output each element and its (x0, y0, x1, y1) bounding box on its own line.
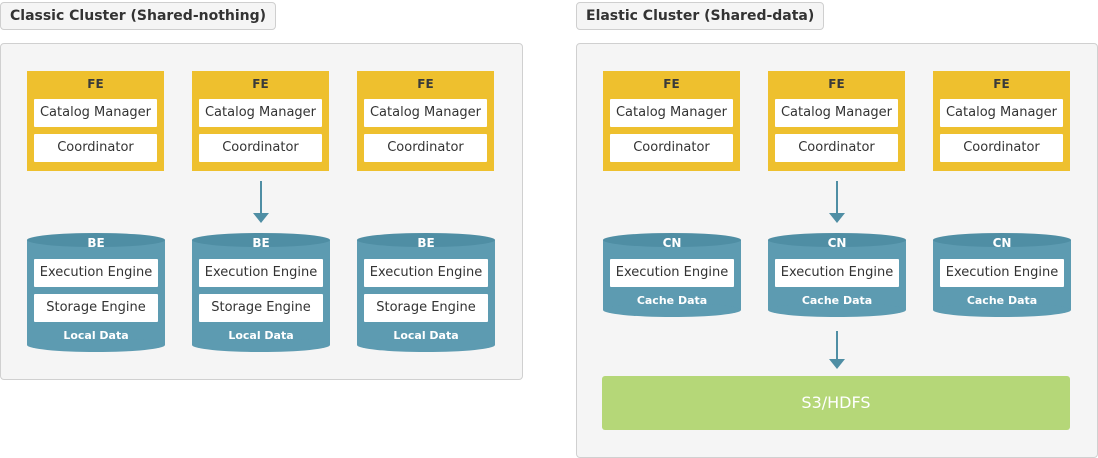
elastic-cn-node-1: CN Execution Engine Cache Data (603, 233, 741, 317)
fe-label: FE (252, 77, 269, 91)
classic-fe-to-be-arrow-line (260, 181, 262, 213)
elastic-fe-node-2: FE Catalog Manager Coordinator (768, 71, 905, 171)
elastic-cn-to-storage-arrow-line (836, 331, 838, 359)
coordinator-box: Coordinator (34, 134, 157, 162)
execution-engine-box: Execution Engine (610, 259, 734, 287)
catalog-manager-box: Catalog Manager (610, 99, 733, 127)
be-label: BE (87, 236, 105, 250)
storage-engine-box: Storage Engine (364, 294, 488, 322)
fe-label: FE (87, 77, 104, 91)
cn-label: CN (827, 236, 847, 250)
elastic-cn-node-2: CN Execution Engine Cache Data (768, 233, 906, 317)
local-data-label: Local Data (63, 329, 129, 342)
elastic-cluster-title: Elastic Cluster (Shared-data) (576, 2, 825, 30)
elastic-cn-to-storage-arrow-head (829, 359, 845, 369)
classic-be-node-3: BE Execution Engine Storage Engine Local… (357, 233, 495, 352)
coordinator-box: Coordinator (364, 134, 487, 162)
catalog-manager-box: Catalog Manager (199, 99, 322, 127)
classic-fe-to-be-arrow-head (253, 213, 269, 223)
elastic-fe-node-1: FE Catalog Manager Coordinator (603, 71, 740, 171)
execution-engine-box: Execution Engine (199, 259, 323, 287)
local-data-label: Local Data (393, 329, 459, 342)
catalog-manager-box: Catalog Manager (775, 99, 898, 127)
elastic-fe-to-cn-arrow-line (836, 181, 838, 213)
storage-engine-box: Storage Engine (199, 294, 323, 322)
fe-label: FE (828, 77, 845, 91)
classic-fe-node-2: FE Catalog Manager Coordinator (192, 71, 329, 171)
be-label: BE (252, 236, 270, 250)
elastic-fe-to-cn-arrow-head (829, 213, 845, 223)
fe-label: FE (993, 77, 1010, 91)
elastic-cn-node-3: CN Execution Engine Cache Data (933, 233, 1071, 317)
elastic-fe-node-3: FE Catalog Manager Coordinator (933, 71, 1070, 171)
s3-hdfs-storage: S3/HDFS (602, 376, 1070, 430)
execution-engine-box: Execution Engine (34, 259, 158, 287)
classic-be-node-1: BE Execution Engine Storage Engine Local… (27, 233, 165, 352)
cn-label: CN (662, 236, 682, 250)
classic-fe-node-1: FE Catalog Manager Coordinator (27, 71, 164, 171)
cache-data-label: Cache Data (966, 294, 1038, 307)
local-data-label: Local Data (228, 329, 294, 342)
coordinator-box: Coordinator (775, 134, 898, 162)
coordinator-box: Coordinator (610, 134, 733, 162)
cache-data-label: Cache Data (636, 294, 708, 307)
cache-data-label: Cache Data (801, 294, 873, 307)
execution-engine-box: Execution Engine (364, 259, 488, 287)
fe-label: FE (417, 77, 434, 91)
storage-engine-box: Storage Engine (34, 294, 158, 322)
catalog-manager-box: Catalog Manager (34, 99, 157, 127)
execution-engine-box: Execution Engine (940, 259, 1064, 287)
catalog-manager-box: Catalog Manager (364, 99, 487, 127)
classic-be-node-2: BE Execution Engine Storage Engine Local… (192, 233, 330, 352)
coordinator-box: Coordinator (199, 134, 322, 162)
be-label: BE (417, 236, 435, 250)
coordinator-box: Coordinator (940, 134, 1063, 162)
execution-engine-box: Execution Engine (775, 259, 899, 287)
fe-label: FE (663, 77, 680, 91)
classic-fe-node-3: FE Catalog Manager Coordinator (357, 71, 494, 171)
classic-cluster-title: Classic Cluster (Shared-nothing) (0, 2, 277, 30)
catalog-manager-box: Catalog Manager (940, 99, 1063, 127)
cn-label: CN (992, 236, 1012, 250)
